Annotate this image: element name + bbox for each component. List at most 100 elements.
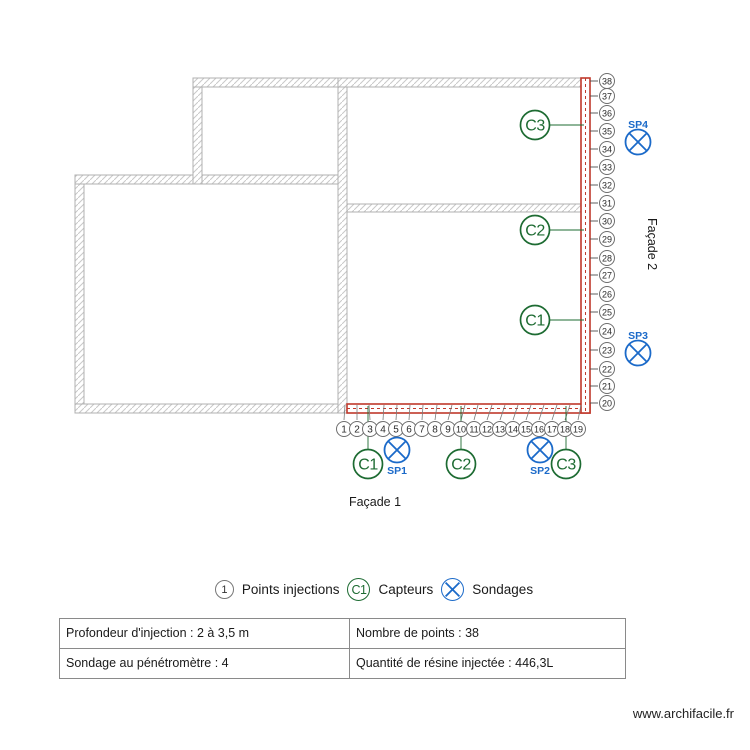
sensor-label: C2 — [525, 223, 545, 240]
survey-label: SP3 — [628, 330, 648, 342]
injection-point-36[interactable]: 36 — [599, 105, 615, 121]
injection-leader-line — [473, 404, 479, 421]
injection-point-28[interactable]: 28 — [599, 250, 615, 266]
x-cross-icon — [387, 440, 407, 460]
survey-label: SP2 — [530, 465, 550, 477]
injection-leader-line — [368, 404, 371, 421]
injection-point-34[interactable]: 34 — [599, 141, 615, 157]
sensor-marker-C3-5[interactable]: C3 — [550, 448, 582, 480]
sensor-icon: C1 — [347, 578, 371, 601]
injection-point-32[interactable]: 32 — [599, 177, 615, 193]
sensor-marker-C2-1[interactable]: C2 — [519, 214, 551, 246]
injection-point-circle — [599, 213, 615, 229]
injection-leader-line — [408, 404, 411, 421]
injection-point-circle — [599, 195, 615, 211]
survey-marker-SP1[interactable]: SP1 — [383, 436, 411, 478]
injection-point-31[interactable]: 31 — [599, 195, 615, 211]
injection-point-19[interactable]: 19 — [570, 421, 586, 437]
injection-point-circle — [599, 141, 615, 157]
injection-point-29[interactable]: 29 — [599, 231, 615, 247]
injection-point-label: 3 — [367, 425, 373, 436]
injection-point-24[interactable]: 24 — [599, 323, 615, 339]
legend: 1 Points injections C1 Capteurs Sondages — [0, 578, 750, 601]
sensor-circle — [352, 448, 384, 480]
injection-point-9[interactable]: 9 — [440, 421, 456, 437]
injection-point-label: 32 — [602, 181, 612, 191]
injection-point-label: 30 — [602, 217, 612, 227]
injection-point-label: 13 — [495, 425, 505, 435]
injection-point-label: 24 — [602, 327, 612, 337]
injection-point-22[interactable]: 22 — [599, 361, 615, 377]
injection-point-label: 28 — [602, 254, 612, 264]
table-cell-survey: Sondage au pénétromètre : 4 — [59, 648, 350, 679]
survey-marker-SP4[interactable]: SP4 — [624, 119, 652, 156]
injection-leader-line — [343, 404, 346, 421]
injection-point-circle — [599, 159, 615, 175]
sensor-marker-C2-4[interactable]: C2 — [445, 448, 477, 480]
injection-point-33[interactable]: 33 — [599, 159, 615, 175]
survey-label: SP1 — [387, 465, 407, 477]
injection-leader-line — [395, 404, 398, 421]
injection-point-label: 29 — [602, 235, 612, 245]
table-cell-depth: Profondeur d'injection : 2 à 3,5 m — [59, 618, 350, 649]
sensor-marker-C1-3[interactable]: C1 — [352, 448, 384, 480]
injection-point-label: 23 — [602, 346, 612, 356]
injection-point-label: 1 — [341, 425, 347, 436]
injection-point-label: 5 — [393, 425, 399, 436]
x-cross-icon — [530, 440, 550, 460]
injection-point-label: 37 — [602, 92, 612, 102]
sensor-marker-C3-0[interactable]: C3 — [519, 109, 551, 141]
injection-point-14[interactable]: 14 — [505, 421, 521, 437]
table-row: Sondage au pénétromètre : 4 Quantité de … — [59, 648, 626, 679]
legend-sensor-label: Capteurs — [378, 582, 434, 597]
injection-point-label: 6 — [406, 425, 412, 436]
injection-point-circle — [570, 421, 586, 437]
sensor-marker-C1-2[interactable]: C1 — [519, 304, 551, 336]
injection-point-1[interactable]: 1 — [336, 421, 352, 437]
survey-marker-SP2[interactable]: SP2 — [526, 436, 554, 478]
facade-2-label: Façade 2 — [645, 218, 659, 271]
sensor-label: C3 — [556, 457, 576, 474]
injection-point-38[interactable]: 38 — [599, 73, 615, 89]
facade-1-label: Façade 1 — [348, 495, 402, 509]
injection-point-25[interactable]: 25 — [599, 304, 615, 320]
survey-marker-SP3[interactable]: SP3 — [624, 330, 652, 367]
injection-point-circle — [599, 267, 615, 283]
injection-point-circle — [599, 323, 615, 339]
injection-point-26[interactable]: 26 — [599, 286, 615, 302]
injection-leader-line — [434, 404, 438, 421]
injection-point-label: 16 — [534, 425, 544, 435]
survey-label: SP4 — [628, 119, 648, 131]
injection-point-circle — [599, 231, 615, 247]
sensor-label: C1 — [525, 313, 545, 330]
injection-leader-line — [460, 404, 466, 421]
injection-point-label: 33 — [602, 163, 612, 173]
injection-point-6[interactable]: 6 — [401, 421, 417, 437]
injection-point-27[interactable]: 27 — [599, 267, 615, 283]
injection-point-circle — [599, 123, 615, 139]
injection-point-icon: 1 — [214, 580, 234, 599]
injection-point-label: 26 — [602, 290, 612, 300]
table-row: Profondeur d'injection : 2 à 3,5 m Nombr… — [59, 618, 626, 649]
wall-group-gray — [74, 77, 591, 414]
survey-icon — [441, 578, 465, 601]
injection-point-30[interactable]: 30 — [599, 213, 615, 229]
injection-point-circle — [599, 286, 615, 302]
wall-group-highlight — [346, 77, 591, 414]
injection-point-23[interactable]: 23 — [599, 342, 615, 358]
injection-point-label: 36 — [602, 109, 612, 119]
injection-point-20[interactable]: 20 — [599, 395, 615, 411]
injection-point-label: 21 — [602, 382, 612, 392]
injection-point-circle — [599, 73, 615, 89]
injection-leader-line — [538, 404, 545, 421]
injection-point-21[interactable]: 21 — [599, 378, 615, 394]
website-footer: www.archifacile.fr — [632, 706, 734, 721]
injection-point-35[interactable]: 35 — [599, 123, 615, 139]
injection-point-label: 12 — [482, 425, 492, 435]
sensor-label: C1 — [358, 457, 378, 474]
injection-point-37[interactable]: 37 — [599, 88, 615, 104]
injection-point-label: 17 — [547, 425, 557, 435]
x-cross-icon — [628, 343, 648, 363]
